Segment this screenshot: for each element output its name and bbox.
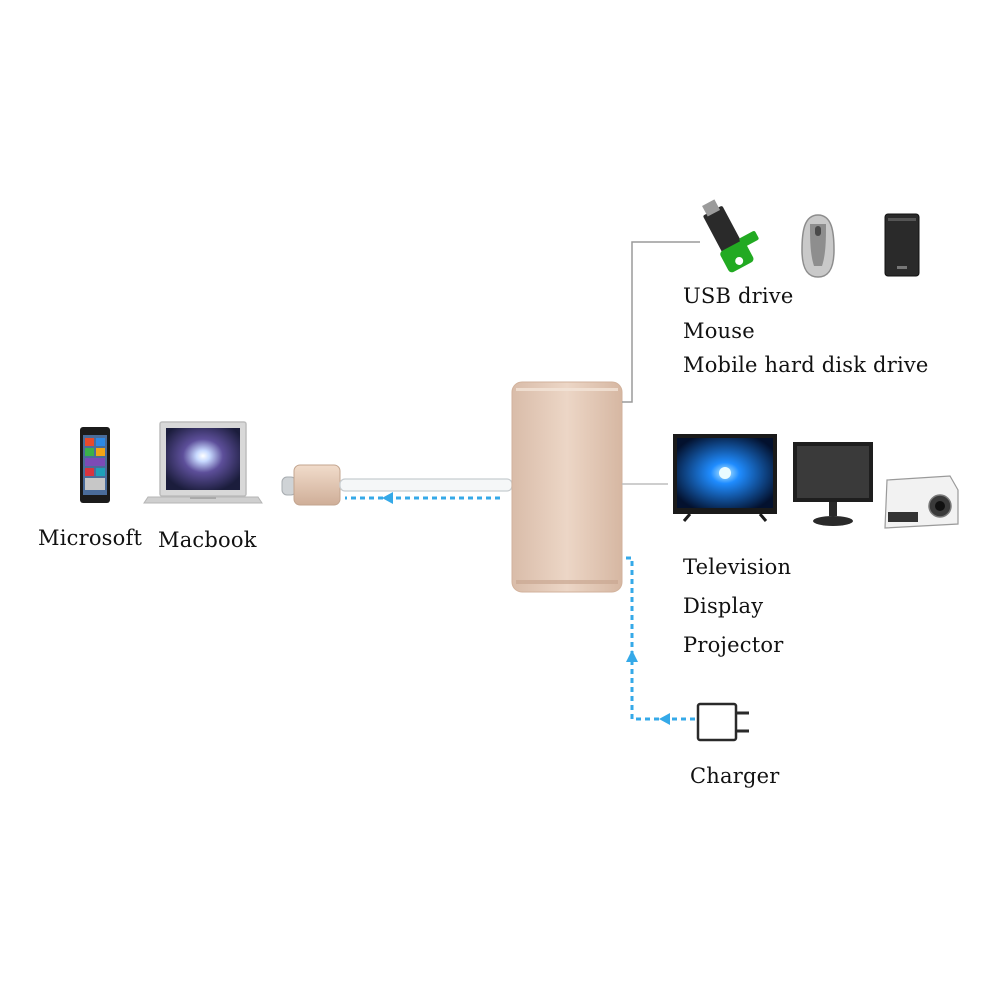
- laptop-label: Macbook: [158, 528, 257, 552]
- hard-disk-label: Mobile hard disk drive: [683, 353, 929, 377]
- usb-drive-icon: [702, 199, 759, 273]
- television-icon: [673, 434, 777, 522]
- power-arrow: [622, 556, 695, 725]
- monitor-icon: [793, 442, 873, 526]
- mouse-icon: [801, 214, 835, 278]
- laptop-icon: [143, 421, 263, 504]
- usb-port-line: [622, 241, 700, 403]
- mouse-label: Mouse: [683, 319, 755, 343]
- charger-icon: [696, 702, 749, 742]
- usb-c-hub: [511, 381, 623, 593]
- projector-icon: [884, 475, 959, 529]
- video-signal-arrow: [345, 492, 500, 504]
- phone-icon: [80, 427, 110, 503]
- projector-label: Projector: [683, 633, 784, 657]
- usb-c-cable: [281, 464, 513, 506]
- usb-drive-label: USB drive: [683, 284, 794, 308]
- phone-label: Microsoft: [38, 526, 143, 550]
- hard-disk-icon: [884, 213, 920, 277]
- charger-label: Charger: [690, 764, 780, 788]
- display-label: Display: [683, 594, 764, 618]
- television-label: Television: [683, 555, 792, 579]
